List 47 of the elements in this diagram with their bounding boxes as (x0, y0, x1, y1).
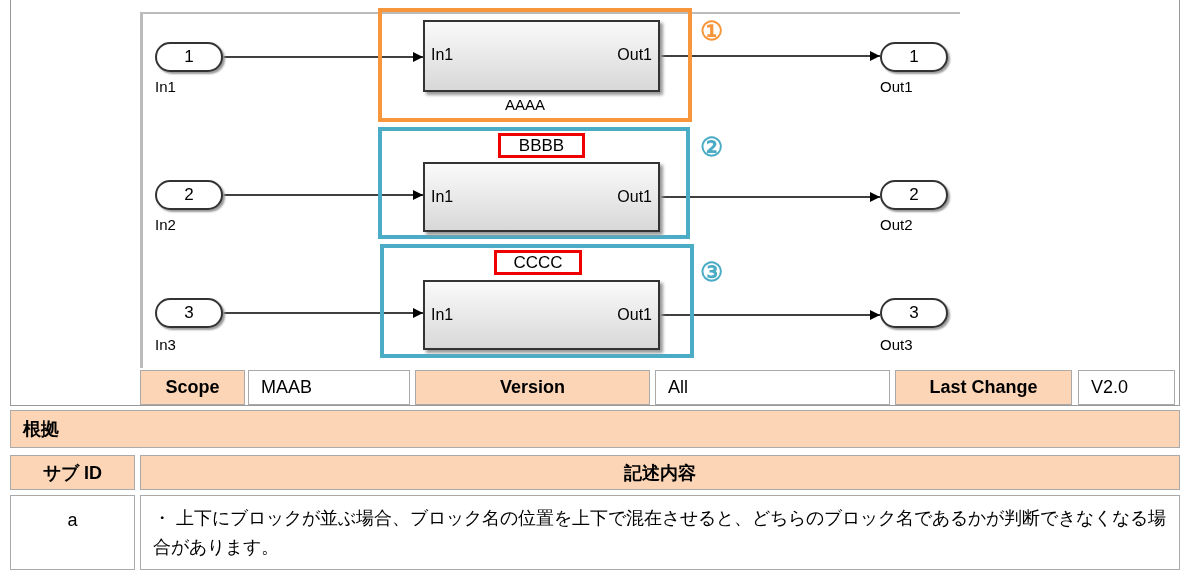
arrow (659, 310, 881, 320)
arrow (659, 192, 881, 202)
port-block: 3 (155, 298, 223, 328)
table-cell: a (10, 495, 135, 570)
table-cell: V2.0 (1078, 370, 1175, 405)
input-port-label: In1 (431, 306, 454, 324)
block-name-box: CCCC (494, 250, 582, 275)
header-cell: Scope (140, 370, 245, 405)
output-port-label: Out1 (617, 46, 652, 64)
block-label: Out2 (880, 216, 913, 233)
header-cell: サブ ID (10, 455, 135, 490)
port-block: 2 (880, 180, 948, 210)
output-port-label: Out1 (617, 188, 652, 206)
table-cell: All (655, 370, 890, 405)
subsystem-block (423, 20, 660, 92)
port-block: 2 (155, 180, 223, 210)
table-cell: ・ 上下にブロックが並ぶ場合、ブロック名の位置を上下で混在させると、どちらのブロック名であるかが判断できなくなる場合があります。 (140, 495, 1180, 570)
port-block: 1 (880, 42, 948, 72)
arrow (222, 308, 424, 318)
arrow (659, 51, 881, 61)
block-label: Out1 (880, 78, 913, 95)
subsystem-block (423, 162, 660, 232)
highlight-frame (378, 8, 692, 122)
header-cell: 根拠 (10, 410, 1180, 448)
output-port-label: Out1 (617, 306, 652, 324)
callout-number: ② (700, 132, 723, 163)
highlight-frame (380, 244, 694, 358)
block-label: In1 (155, 78, 176, 95)
callout-number: ③ (700, 257, 723, 288)
arrow (222, 52, 424, 62)
arrow (222, 190, 424, 200)
port-block: 1 (155, 42, 223, 72)
block-label: Out3 (880, 336, 913, 353)
input-port-label: In1 (431, 46, 454, 64)
block-name-box: BBBB (498, 133, 585, 158)
block-label: AAAA (505, 96, 546, 113)
callout-number: ① (700, 16, 723, 47)
header-cell: 記述内容 (140, 455, 1180, 490)
highlight-frame (378, 127, 690, 239)
block-label: In3 (155, 336, 176, 353)
header-cell: Version (415, 370, 650, 405)
block-label: In2 (155, 216, 176, 233)
input-port-label: In1 (431, 188, 454, 206)
port-block: 3 (880, 298, 948, 328)
table-cell: MAAB (248, 370, 410, 405)
subsystem-block (423, 280, 660, 350)
header-cell: Last Change (895, 370, 1072, 405)
